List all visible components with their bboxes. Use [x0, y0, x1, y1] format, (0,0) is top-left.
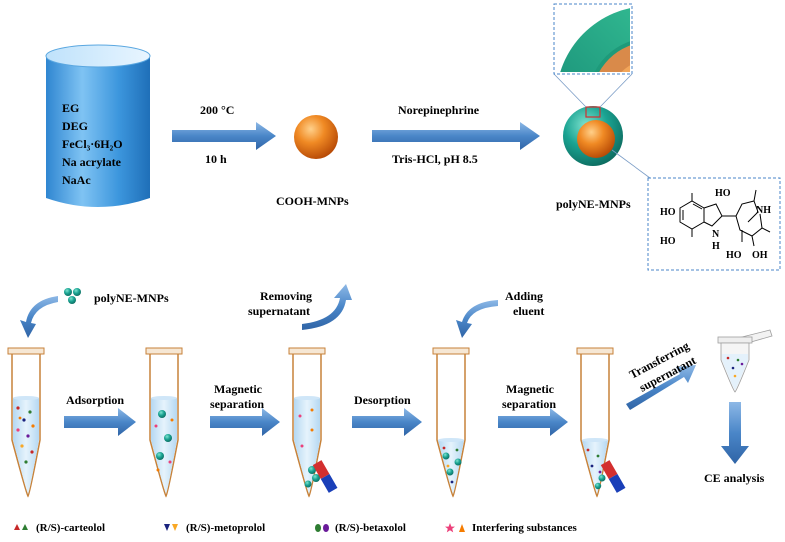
process-arrow-desorption: Desorption — [352, 393, 422, 436]
tube-5-content — [586, 448, 606, 490]
tube-3 — [288, 347, 338, 498]
step1-time: 10 h — [205, 152, 227, 166]
reagent-eg: EG — [62, 101, 79, 115]
tube-5 — [576, 347, 626, 498]
atom-nh: NH — [756, 205, 771, 216]
step2-reagent: Norepinephrine — [398, 103, 480, 117]
ce-arrow — [721, 402, 749, 464]
removing-line2: supernatant — [248, 304, 310, 318]
magnetic-2-line1: Magnetic — [506, 382, 555, 396]
tube-4 — [432, 347, 470, 498]
shell-zoom-inset — [553, 3, 633, 108]
process-arrow-magnetic-1: Magnetic separation — [210, 382, 280, 436]
process-arrow-adsorption: Adsorption — [64, 393, 136, 436]
legend-interfering: Interfering substances — [445, 522, 578, 534]
ce-vial — [717, 329, 773, 393]
reagent-list: EG DEG FeCl₃·6H₂O Na acrylate NaAc — [62, 101, 123, 187]
add-particles-label: polyNE-MNPs — [94, 291, 169, 305]
removing-line1: Removing — [260, 289, 312, 303]
atom-ho-4: HO — [726, 250, 742, 261]
legend-betaxolol: (R/S)-betaxolol — [315, 522, 406, 534]
cooh-mnp-particle — [294, 115, 338, 159]
legend-carteolol-label: (R/S)-carteolol — [36, 522, 105, 534]
atom-oh: OH — [752, 250, 768, 261]
atom-n: N — [712, 229, 720, 240]
polyne-mnp-particle — [563, 106, 623, 166]
add-particles-arrow — [20, 296, 58, 338]
desorption-label: Desorption — [354, 393, 411, 407]
ce-analysis-label: CE analysis — [704, 471, 765, 485]
atom-ho-3: HO — [715, 188, 731, 199]
transfer-step: Transferring supernatant — [626, 338, 698, 410]
tube-1 — [7, 347, 45, 498]
molecule-connector — [611, 149, 651, 179]
adsorption-label: Adsorption — [66, 393, 124, 407]
reagent-naac: NaAc — [62, 173, 91, 187]
tube-2-particles — [154, 410, 174, 472]
process-arrow-magnetic-2: Magnetic separation — [498, 382, 568, 436]
tube-2 — [145, 347, 183, 498]
atom-ho-1: HO — [660, 207, 676, 218]
polyne-mnps-label: polyNE-MNPs — [556, 197, 631, 211]
legend-metoprolol-label: (R/S)-metoprolol — [186, 522, 265, 534]
adding-line1: Adding — [505, 289, 543, 303]
magnetic-1-line2: separation — [210, 397, 264, 411]
removing-arrow — [302, 284, 352, 330]
legend-betaxolol-label: (R/S)-betaxolol — [335, 522, 406, 534]
step2-arrow — [372, 122, 540, 150]
particle-cluster-icon — [64, 288, 81, 304]
tube-1-analytes — [16, 406, 35, 464]
reagent-deg: DEG — [62, 119, 88, 133]
legend-interfering-label: Interfering substances — [472, 522, 578, 534]
reagent-fecl3: FeCl₃·6H₂O — [62, 137, 123, 151]
adding-line2: eluent — [513, 304, 544, 318]
legend: (R/S)-carteolol (R/S)-metoprolol (R/S)-b… — [14, 522, 578, 534]
legend-carteolol: (R/S)-carteolol — [14, 522, 105, 534]
tube-3-magnet — [312, 460, 338, 493]
adding-arrow — [456, 300, 498, 338]
tube-5-magnet — [600, 460, 626, 493]
cooh-mnps-label: COOH-MNPs — [276, 194, 349, 208]
tube-3-content — [298, 408, 320, 488]
tube-4-content — [442, 446, 462, 484]
magnetic-2-line2: separation — [502, 397, 556, 411]
polynorepinephrine-structure: HO HO N H HO NH HO OH — [647, 177, 781, 271]
legend-metoprolol: (R/S)-metoprolol — [164, 522, 265, 534]
step1-arrow — [172, 122, 276, 150]
reagent-na-acrylate: Na acrylate — [62, 155, 122, 169]
step1-temperature: 200 °C — [200, 103, 234, 117]
reaction-beaker — [45, 44, 151, 207]
step2-buffer: Tris-HCl, pH 8.5 — [392, 152, 478, 166]
atom-h: H — [712, 241, 720, 252]
atom-ho-2: HO — [660, 236, 676, 247]
magnetic-1-line1: Magnetic — [214, 382, 263, 396]
